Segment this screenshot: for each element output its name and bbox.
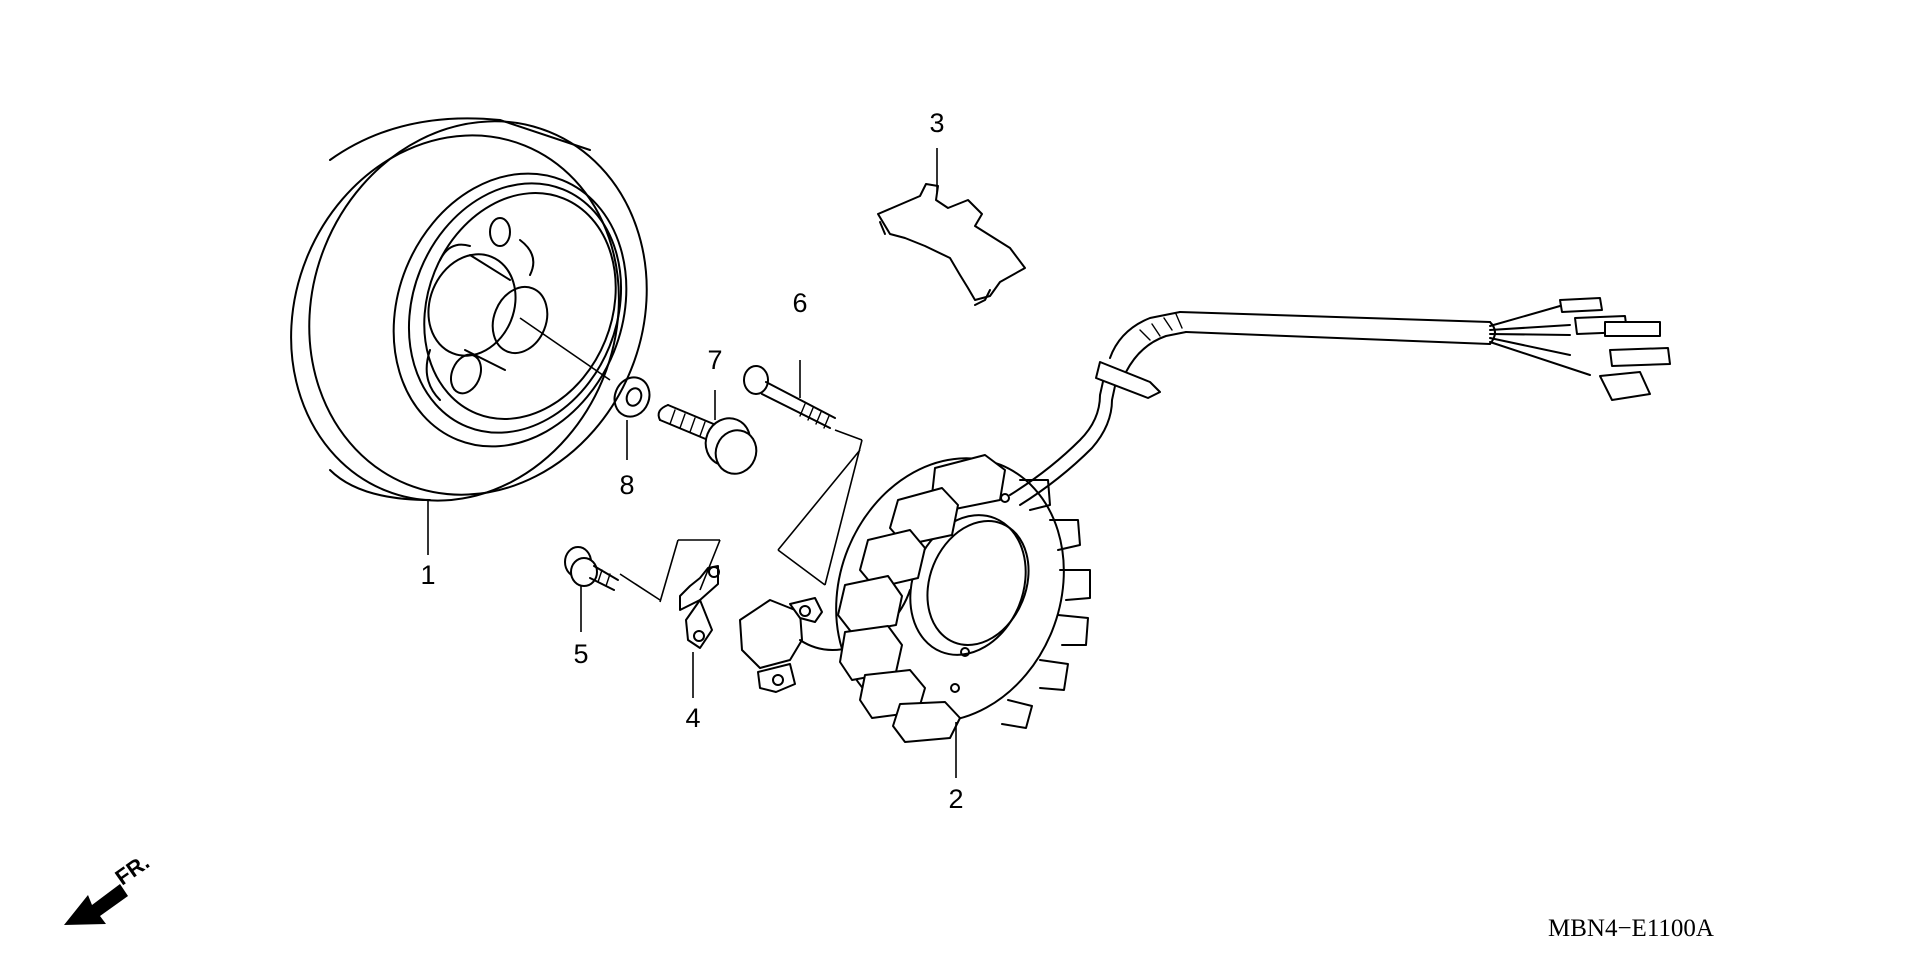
leader-lines — [427, 148, 957, 778]
long-bolt — [743, 365, 836, 429]
arrow-icon — [64, 884, 128, 925]
pulse-generator — [739, 589, 911, 693]
callout-8: 8 — [619, 470, 634, 500]
callout-3: 3 — [929, 108, 944, 138]
callout-1: 1 — [420, 560, 435, 590]
callout-5: 5 — [573, 639, 588, 669]
callout-numbers: 1 2 3 4 5 6 7 8 — [420, 108, 963, 814]
front-direction-arrow: FR. — [64, 849, 154, 925]
callout-7: 7 — [707, 345, 722, 375]
washer — [613, 376, 651, 418]
wire-harness — [1009, 297, 1671, 506]
wire-clamp — [877, 183, 1026, 306]
direction-label: FR. — [111, 849, 154, 890]
callout-4: 4 — [685, 703, 700, 733]
flange-bolt — [657, 404, 758, 475]
sensor-bracket — [679, 565, 720, 649]
flywheel-rotor — [290, 117, 648, 502]
callout-6: 6 — [792, 288, 807, 318]
small-bolt — [564, 546, 619, 591]
diagram-code: MBN4−E1100A — [1548, 915, 1714, 942]
stator — [835, 454, 1091, 743]
callout-2: 2 — [948, 784, 963, 814]
